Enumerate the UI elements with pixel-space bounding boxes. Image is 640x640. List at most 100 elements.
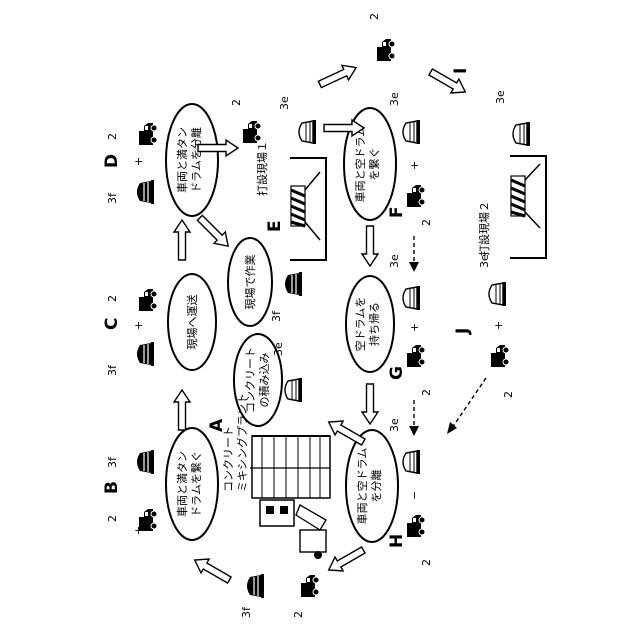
step-letter-e: E — [265, 220, 285, 232]
site-1-label: 打設現場１ — [255, 141, 269, 196]
ref-numeral: 3f — [240, 606, 253, 618]
plus-sign: + — [132, 321, 145, 330]
bubble-g-line1: 空ドラムを — [353, 297, 367, 352]
bubble-g: 空ドラムを 持ち帰る — [346, 276, 394, 372]
bubble-f-line1: 車両と空ドラム — [353, 126, 367, 203]
step-letter-c: C — [102, 318, 122, 330]
ref-numeral: 2 — [106, 133, 119, 140]
plus-sign: + — [492, 321, 505, 330]
ref-numeral: 2 — [106, 515, 119, 522]
ref-numeral: 3e — [278, 96, 291, 110]
full-drum-icon — [137, 450, 154, 474]
full-drum-icon — [285, 272, 302, 296]
construction-site-1 — [290, 158, 326, 260]
empty-drum-icon — [299, 120, 316, 144]
vehicle-icon — [491, 345, 509, 367]
ref-numeral: 3f — [106, 456, 119, 468]
plant-label-line1: コンクリート — [222, 426, 235, 492]
empty-drum-icon — [403, 120, 420, 144]
ref-numeral: 2 — [368, 13, 381, 20]
bubble-a-line2: の積み込み — [257, 353, 271, 408]
flow-arrow-icon — [362, 384, 378, 424]
ref-numeral: 3e — [272, 342, 285, 356]
empty-drum-icon — [403, 450, 420, 474]
full-drum-icon — [137, 342, 154, 366]
bubble-b: 車両と満タン ドラムを繋ぐ — [166, 428, 218, 540]
step-letter-b: B — [102, 481, 122, 494]
bubble-c: 現場へ運送 — [168, 274, 216, 370]
ref-numeral: 3e — [494, 90, 507, 104]
empty-drum-icon — [403, 286, 420, 310]
bubble-b-line2: ドラムを繋ぐ — [189, 451, 203, 517]
dashed-arrow-icon — [409, 400, 419, 436]
bubble-e: 現場で作業 — [228, 238, 272, 326]
ref-numeral: 3e — [478, 254, 491, 268]
ref-numeral: 3e — [388, 92, 401, 106]
flow-arrow-icon — [174, 220, 190, 260]
vehicle-icon — [301, 575, 319, 597]
vehicle-icon — [139, 123, 157, 145]
vehicle-icon — [139, 289, 157, 311]
flow-arrow-icon — [191, 553, 234, 587]
bubble-h-line1: 車両と空ドラム — [355, 448, 369, 525]
plus-sign: + — [132, 526, 145, 535]
step-letter-f: F — [387, 206, 407, 218]
bubble-d-line1: 車両と満タン — [175, 127, 189, 193]
mixing-plant — [250, 436, 330, 559]
flow-arrow-icon — [325, 415, 368, 449]
ref-numeral: 3f — [106, 364, 119, 376]
vehicle-icon — [243, 121, 261, 143]
step-letter-a: A — [207, 418, 227, 432]
bubble-h: 車両と空ドラム を分離 — [346, 430, 398, 542]
minus-sign: − — [408, 491, 421, 500]
bubble-d-line2: ドラムを分離 — [189, 127, 203, 193]
bubble-b-line1: 車両と満タン — [175, 451, 189, 517]
vehicle-icon — [407, 515, 425, 537]
flow-arrow-icon — [362, 226, 378, 266]
empty-drum-icon — [513, 122, 530, 146]
ref-numeral: 2 — [230, 99, 243, 106]
plus-sign: + — [408, 323, 421, 332]
dashed-arrow-icon — [409, 236, 419, 272]
empty-drum-icon — [285, 378, 302, 402]
ref-numeral: 2 — [420, 559, 433, 566]
bubble-f-line2: を繋ぐ — [367, 148, 381, 181]
full-drum-icon — [137, 180, 154, 204]
ref-numeral: 3f — [270, 310, 283, 322]
ref-numeral: 2 — [420, 389, 433, 396]
step-letter-h: H — [387, 534, 407, 548]
site-2-label: 打設現場２ — [477, 201, 491, 256]
full-drum-icon — [247, 574, 264, 598]
bubble-e-text: 現場で作業 — [244, 255, 257, 310]
bubble-d: 車両と満タン ドラムを分離 — [166, 104, 218, 216]
ref-numeral: 2 — [292, 611, 305, 618]
step-letter-j: J — [453, 328, 473, 335]
empty-drum-icon — [489, 282, 506, 306]
flow-arrow-icon — [316, 60, 359, 91]
flow-arrow-icon — [194, 212, 234, 252]
step-letter-i: I — [451, 68, 471, 74]
step-letter-g: G — [387, 366, 407, 380]
bubble-g-line2: 持ち帰る — [367, 302, 381, 346]
dashed-arrow-icon — [447, 378, 486, 434]
flow-arrow-icon — [325, 543, 368, 577]
vehicle-icon — [407, 185, 425, 207]
ref-numeral: 3f — [106, 192, 119, 204]
ref-numeral: 2 — [420, 219, 433, 226]
bubble-h-line2: を分離 — [369, 470, 383, 503]
flow-arrow-icon — [174, 390, 190, 430]
ref-numeral: 2 — [502, 391, 515, 398]
bubble-c-text: 現場へ運送 — [185, 295, 199, 350]
plus-sign: + — [408, 161, 421, 170]
step-letter-d: D — [102, 154, 122, 168]
vehicle-icon — [407, 345, 425, 367]
bubble-a-line1: コンクリート — [244, 347, 257, 413]
construction-site-2 — [510, 156, 546, 258]
plus-sign: + — [132, 157, 145, 166]
ref-numeral: 2 — [106, 295, 119, 302]
ref-numeral: 3e — [388, 254, 401, 268]
ref-numeral: 3e — [388, 418, 401, 432]
vehicle-icon — [377, 39, 395, 61]
